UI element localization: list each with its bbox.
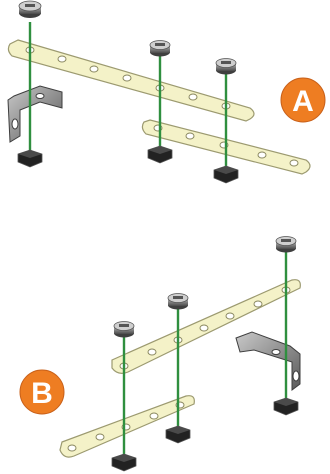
perforated-strip [59, 395, 195, 458]
screw-icon [275, 236, 297, 253]
nut-icon [111, 453, 137, 472]
nut-icon [273, 397, 299, 416]
nut-icon [213, 165, 239, 184]
perforated-strip [7, 39, 255, 122]
angle-bracket [235, 331, 301, 391]
step-badge-a: A [280, 77, 326, 123]
nut-icon [165, 425, 191, 444]
screw-icon [18, 0, 42, 18]
nut-icon [147, 145, 173, 164]
screw-icon [149, 40, 171, 57]
screw-icon [113, 321, 135, 338]
angle-bracket [7, 85, 63, 143]
screw-icon [167, 293, 189, 310]
perforated-strip [111, 279, 301, 374]
nut-icon [17, 149, 43, 168]
step-label-b: B [31, 377, 53, 410]
step-a-assembly: A [7, 0, 326, 184]
step-badge-b: B [19, 369, 65, 415]
step-label-a: A [292, 85, 314, 118]
screw-icon [215, 58, 237, 75]
step-b-assembly: B [19, 236, 301, 472]
